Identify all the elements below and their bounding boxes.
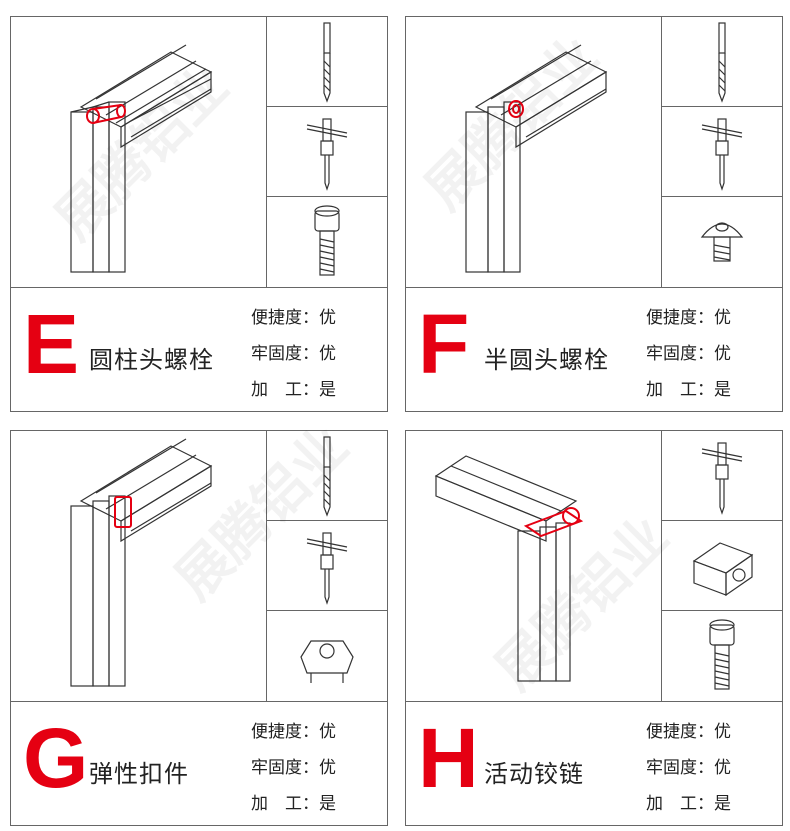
drill-bit-icon [267, 431, 387, 521]
panel-g: G 弹性扣件 便捷度：优 牢固度：优 加 工：是 [10, 430, 388, 826]
ease-rating: 便捷度：优 [646, 722, 731, 742]
profile-assembly-illustration [406, 17, 662, 287]
panel-h: H 活动铰链 便捷度：优 牢固度：优 加 工：是 [405, 430, 783, 826]
spring-clip-icon [267, 611, 387, 701]
tools-column [662, 431, 782, 701]
ease-rating: 便捷度：优 [646, 308, 731, 328]
panel-f: F 半圆头螺栓 便捷度：优 牢固度：优 加 工：是 [405, 16, 783, 412]
connector-name: 活动铰链 [484, 760, 584, 788]
hinge-joint-drawing [434, 455, 584, 682]
profile-assembly-illustration [11, 17, 267, 287]
type-letter: E [23, 297, 80, 391]
cylinder-head-bolt-joint-drawing [70, 44, 213, 273]
tap-wrench-icon [267, 521, 387, 611]
drill-bit-icon [662, 17, 782, 107]
info-section: E 圆柱头螺栓 便捷度：优 牢固度：优 加 工：是 [11, 287, 387, 411]
drill-bit-icon [267, 17, 387, 107]
tools-column [662, 17, 782, 287]
strength-rating: 牢固度：优 [251, 344, 336, 364]
properties-list: 便捷度：优 牢固度：优 加 工：是 [251, 714, 336, 822]
properties-list: 便捷度：优 牢固度：优 加 工：是 [251, 300, 336, 408]
button-head-bolt-joint-drawing [465, 44, 608, 273]
info-section: H 活动铰链 便捷度：优 牢固度：优 加 工：是 [406, 701, 782, 825]
strength-rating: 牢固度：优 [251, 758, 336, 778]
tools-column [267, 17, 387, 287]
properties-list: 便捷度：优 牢固度：优 加 工：是 [646, 714, 731, 822]
ease-rating: 便捷度：优 [251, 308, 336, 328]
ease-rating: 便捷度：优 [251, 722, 336, 742]
process-rating: 加 工：是 [646, 380, 731, 400]
hinge-block-icon [662, 521, 782, 611]
socket-cap-screw-icon [267, 197, 387, 287]
panel-e: E 圆柱头螺栓 便捷度：优 牢固度：优 加 工：是 [10, 16, 388, 412]
tools-column [267, 431, 387, 701]
properties-list: 便捷度：优 牢固度：优 加 工：是 [646, 300, 731, 408]
process-rating: 加 工：是 [251, 794, 336, 814]
connector-name: 弹性扣件 [89, 760, 189, 788]
connector-name: 圆柱头螺栓 [89, 346, 214, 374]
strength-rating: 牢固度：优 [646, 758, 731, 778]
info-section: G 弹性扣件 便捷度：优 牢固度：优 加 工：是 [11, 701, 387, 825]
tap-wrench-icon [267, 107, 387, 197]
type-letter: F [418, 297, 470, 391]
process-rating: 加 工：是 [251, 380, 336, 400]
strength-rating: 牢固度：优 [646, 344, 731, 364]
button-head-screw-icon [662, 197, 782, 287]
profile-assembly-illustration [406, 431, 662, 701]
type-letter: H [418, 711, 479, 805]
profile-assembly-illustration [11, 431, 267, 701]
info-section: F 半圆头螺栓 便捷度：优 牢固度：优 加 工：是 [406, 287, 782, 411]
socket-cap-screw-icon [662, 611, 782, 701]
connector-name: 半圆头螺栓 [484, 346, 609, 374]
spring-clip-joint-drawing [70, 438, 213, 687]
type-letter: G [23, 711, 89, 805]
tap-wrench-icon [662, 107, 782, 197]
tap-wrench-icon [662, 431, 782, 521]
process-rating: 加 工：是 [646, 794, 731, 814]
